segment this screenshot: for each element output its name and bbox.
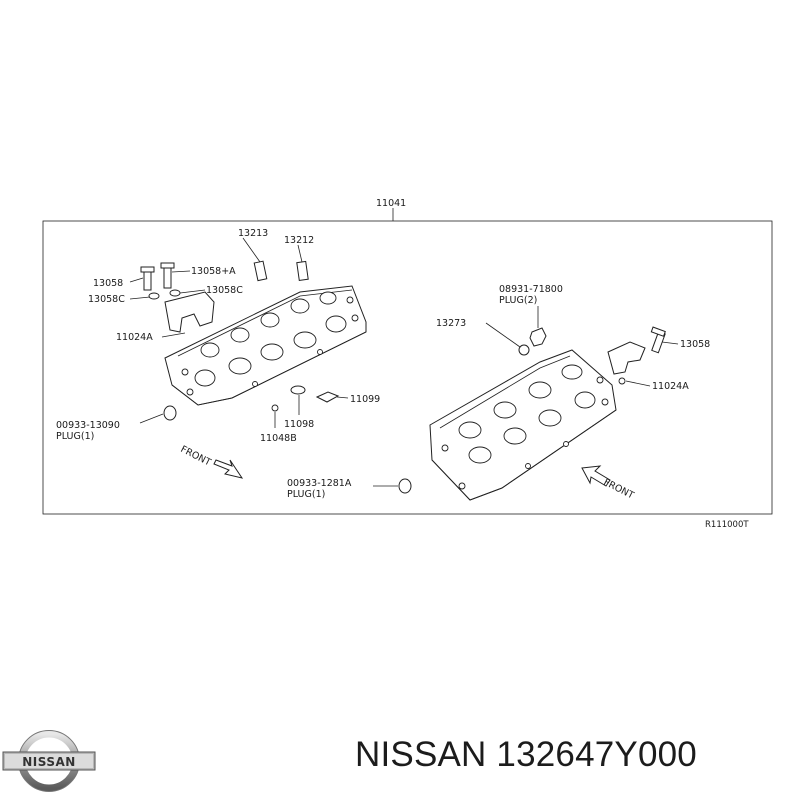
right-leader-lines xyxy=(373,306,679,487)
label-front-left: FRONT xyxy=(179,444,213,469)
left-leader-lines xyxy=(129,237,349,428)
label-13058-left: 13058 xyxy=(93,278,123,289)
left-cylinder-head xyxy=(164,285,367,406)
label-11048B: 11048B xyxy=(260,433,297,444)
label-plug2: PLUG(2) xyxy=(499,295,537,306)
label-13058-right: 13058 xyxy=(680,339,710,350)
left-small-parts xyxy=(140,260,340,421)
label-13058A: 13058+A xyxy=(191,266,236,277)
label-13212: 13212 xyxy=(284,235,314,246)
left-front-arrow xyxy=(213,459,244,479)
right-cylinder-head xyxy=(429,349,617,501)
assembly-number-label: 11041 xyxy=(376,198,406,209)
right-small-parts xyxy=(398,326,666,494)
label-13273: 13273 xyxy=(436,318,466,329)
label-11099: 11099 xyxy=(350,394,380,405)
label-00933-13090: 00933-13090 xyxy=(56,420,120,431)
label-11098: 11098 xyxy=(284,419,314,430)
assembly-bracket xyxy=(42,208,773,515)
label-11024A-right: 11024A xyxy=(652,381,689,392)
label-plug1-left: PLUG(1) xyxy=(56,431,94,442)
label-00933-1281A: 00933-1281A xyxy=(287,478,352,489)
label-13213: 13213 xyxy=(238,228,268,239)
nissan-logo-text: NISSAN xyxy=(22,755,76,769)
label-13058C-a: 13058C xyxy=(88,294,125,305)
nissan-logo: NISSAN xyxy=(2,730,96,792)
label-plug1-right: PLUG(1) xyxy=(287,489,325,500)
label-front-right: FRONT xyxy=(602,477,636,502)
reference-code-label: R111000T xyxy=(705,520,749,530)
label-08931-71800: 08931-71800 xyxy=(499,284,563,295)
right-front-arrow xyxy=(581,465,611,487)
part-number-title: NISSAN 132647Y000 xyxy=(355,735,697,774)
label-13058C-b: 13058C xyxy=(206,285,243,296)
label-11024A-left: 11024A xyxy=(116,332,153,343)
